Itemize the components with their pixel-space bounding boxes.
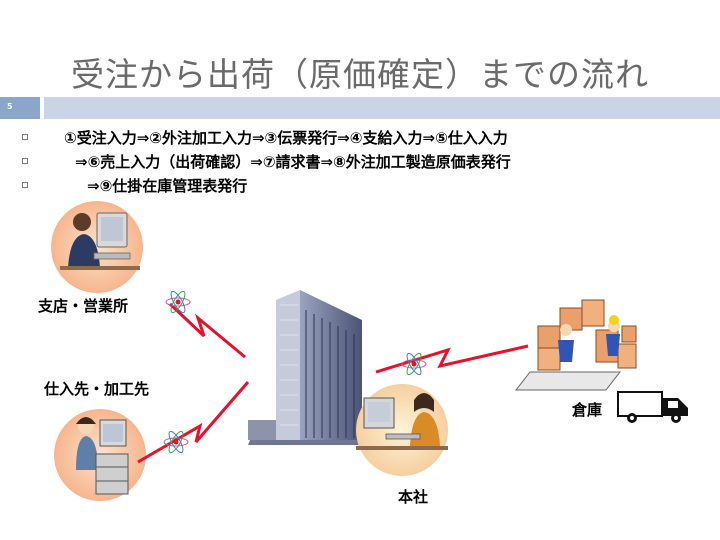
page-number-block: 5 bbox=[0, 97, 40, 119]
slide-title: 受注から出荷（原価確定）までの流れ bbox=[71, 55, 649, 94]
warehouse-label: 倉庫 bbox=[572, 401, 603, 419]
atom-icon bbox=[165, 290, 191, 314]
step-text: ⇒⑥売上入力（出荷確認）⇒⑦請求書⇒⑧外注加工製造原価表発行 bbox=[75, 153, 511, 171]
step-text: ⇒⑨仕掛在庫管理表発行 bbox=[87, 177, 248, 195]
bullet-square-icon bbox=[22, 182, 28, 188]
head-office-label: 本社 bbox=[398, 488, 429, 506]
delivery-truck-icon bbox=[617, 391, 688, 423]
lightning-link-supplier bbox=[137, 381, 250, 464]
atom-icon bbox=[401, 352, 427, 376]
lightning-link-branch bbox=[165, 290, 246, 359]
headquarters-building-icon bbox=[248, 290, 372, 445]
title-bar: 5 bbox=[0, 97, 720, 119]
atom-icon bbox=[163, 430, 189, 454]
step-text: ①受注入力⇒②外注加工入力⇒③伝票発行⇒④支給入力⇒⑤仕入入力 bbox=[64, 129, 508, 147]
title-rule bbox=[44, 97, 720, 119]
supplier-label: 仕入先・加工先 bbox=[44, 380, 150, 398]
branch-label: 支店・営業所 bbox=[38, 297, 129, 315]
bullet-square-icon bbox=[22, 134, 28, 140]
supplier-worker-icon bbox=[54, 409, 146, 501]
bullet-square-icon bbox=[22, 158, 28, 164]
head-office-worker-icon bbox=[356, 384, 448, 476]
lightning-link-warehouse bbox=[375, 344, 529, 376]
warehouse-boxes-icon bbox=[514, 299, 637, 391]
page-number: 5 bbox=[7, 102, 13, 111]
branch-office-worker-icon bbox=[51, 201, 143, 293]
